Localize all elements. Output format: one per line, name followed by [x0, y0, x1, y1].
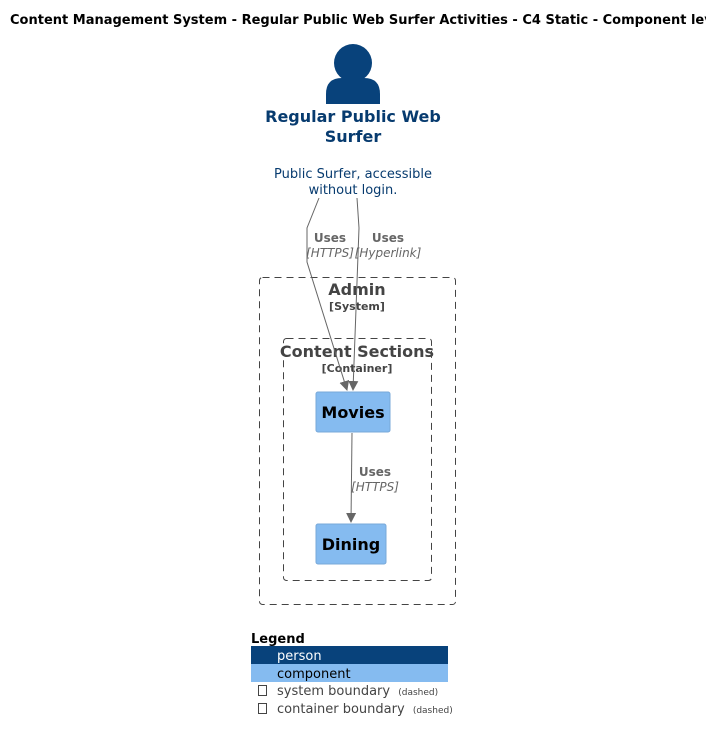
- person-desc-line1: Public Surfer, accessible: [274, 167, 432, 182]
- relation-https-tech: [HTTPS]: [306, 246, 354, 260]
- container-boundary-content-sections: [283, 338, 432, 581]
- relation-hyperlink-label: Uses: [372, 231, 404, 245]
- system-boundary-admin: [259, 277, 456, 605]
- person-desc-line2: without login.: [309, 183, 398, 198]
- legend-system-boundary-text: system boundary (dashed): [277, 684, 438, 699]
- legend-component-label: component: [277, 667, 351, 682]
- person-icon: [326, 44, 380, 104]
- relation-hyperlink-tech: [Hyperlink]: [355, 246, 422, 260]
- legend-container-boundary-icon: [258, 703, 267, 714]
- relation-https-label: Uses: [314, 231, 346, 245]
- relation-movies-dining-tech: [HTTPS]: [351, 480, 399, 494]
- legend-system-boundary-label: system boundary: [277, 684, 390, 699]
- person-name-line2: Surfer: [325, 127, 382, 146]
- legend: Legend person component system boundary …: [251, 632, 453, 717]
- component-dining[interactable]: [315, 523, 387, 565]
- diagram-title: Content Management System - Regular Publ…: [10, 13, 706, 28]
- legend-container-boundary-dashed: (dashed): [413, 706, 453, 716]
- container-boundary-title: Content Sections: [280, 342, 434, 361]
- component-movies-label: Movies: [321, 403, 384, 422]
- legend-system-boundary-icon: [258, 685, 267, 696]
- relation-movies-dining-label: Uses: [359, 465, 391, 479]
- legend-container-boundary-label: container boundary: [277, 702, 405, 717]
- component-dining-label: Dining: [322, 535, 380, 554]
- legend-person-swatch: [251, 646, 448, 664]
- container-boundary-type: [Container]: [322, 362, 393, 375]
- legend-container-boundary-text: container boundary (dashed): [277, 702, 453, 717]
- relation-movies-dining-arrow: [346, 432, 357, 523]
- relation-surfer-movies-https-arrow: [306, 197, 350, 391]
- person-name-line1: Regular Public Web: [265, 107, 441, 126]
- relation-surfer-movies-hyperlink-arrow: [348, 197, 360, 391]
- legend-system-boundary-dashed: (dashed): [398, 688, 438, 698]
- legend-title: Legend: [251, 632, 305, 647]
- legend-person-label: person: [277, 649, 322, 664]
- legend-component-swatch: [251, 664, 448, 682]
- system-boundary-type: [System]: [329, 300, 385, 313]
- component-movies[interactable]: [315, 391, 391, 433]
